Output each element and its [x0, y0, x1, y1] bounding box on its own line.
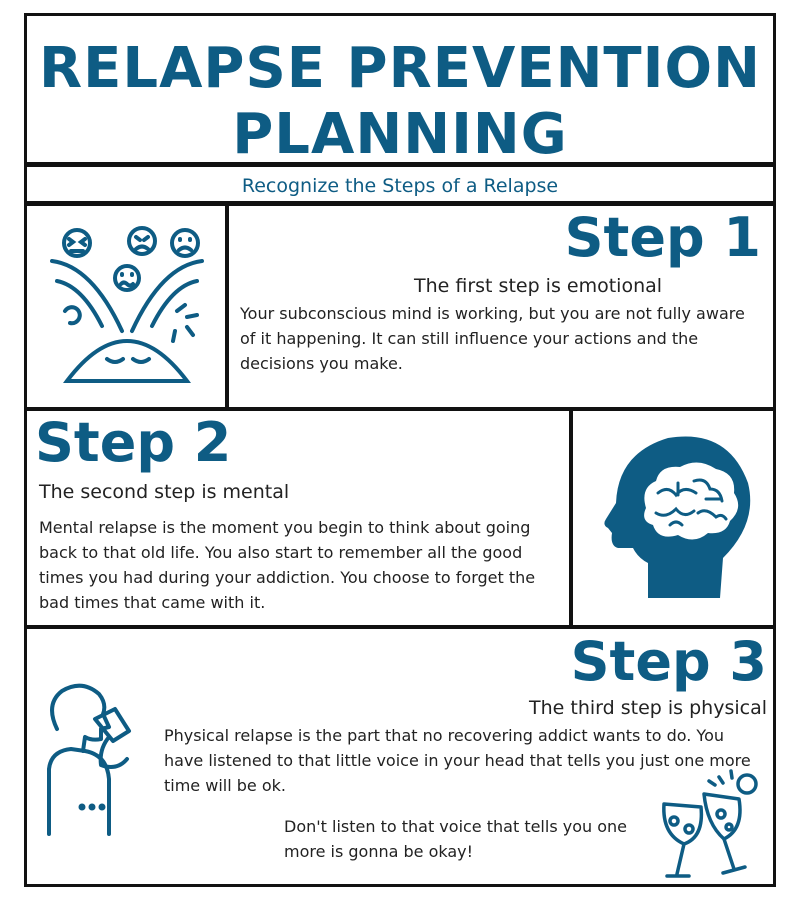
title-box: RELAPSE PREVENTION PLANNING	[24, 13, 776, 167]
emotions-head-icon	[50, 226, 204, 383]
subtitle: Recognize the Steps of a Relapse	[241, 175, 559, 197]
step1-icon-panel	[24, 203, 228, 410]
step1-lead: The first step is emotional	[414, 275, 663, 297]
brain-head-icon	[604, 436, 751, 598]
step2-text-panel: Step 2 The second step is mental Mental …	[24, 408, 572, 628]
subtitle-box: Recognize the Steps of a Relapse	[24, 164, 776, 204]
step1-heading: Step 1	[564, 206, 761, 269]
step2-icon-panel	[570, 408, 776, 628]
step2-lead: The second step is mental	[39, 481, 290, 503]
step3-lead: The third step is physical	[529, 697, 767, 719]
person-drinking-icon	[47, 683, 131, 836]
step3-panel: Step 3 The third step is physical Physic…	[24, 626, 776, 887]
step2-heading: Step 2	[35, 411, 232, 474]
cocktail-glasses-icon	[662, 769, 758, 878]
step2-body: Mental relapse is the moment you begin t…	[39, 518, 536, 612]
step1-body: Your subconscious mind is working, but y…	[240, 304, 745, 373]
page-title-line1: RELAPSE PREVENTION	[39, 36, 761, 101]
step3-heading: Step 3	[570, 630, 767, 693]
step1-text-panel: Step 1 The first step is emotional Your …	[226, 203, 776, 410]
page-title-line2: PLANNING	[232, 102, 568, 167]
step3-warning: Don't listen to that voice that tells yo…	[284, 817, 627, 861]
step3-body: Physical relapse is the part that no rec…	[164, 726, 751, 795]
